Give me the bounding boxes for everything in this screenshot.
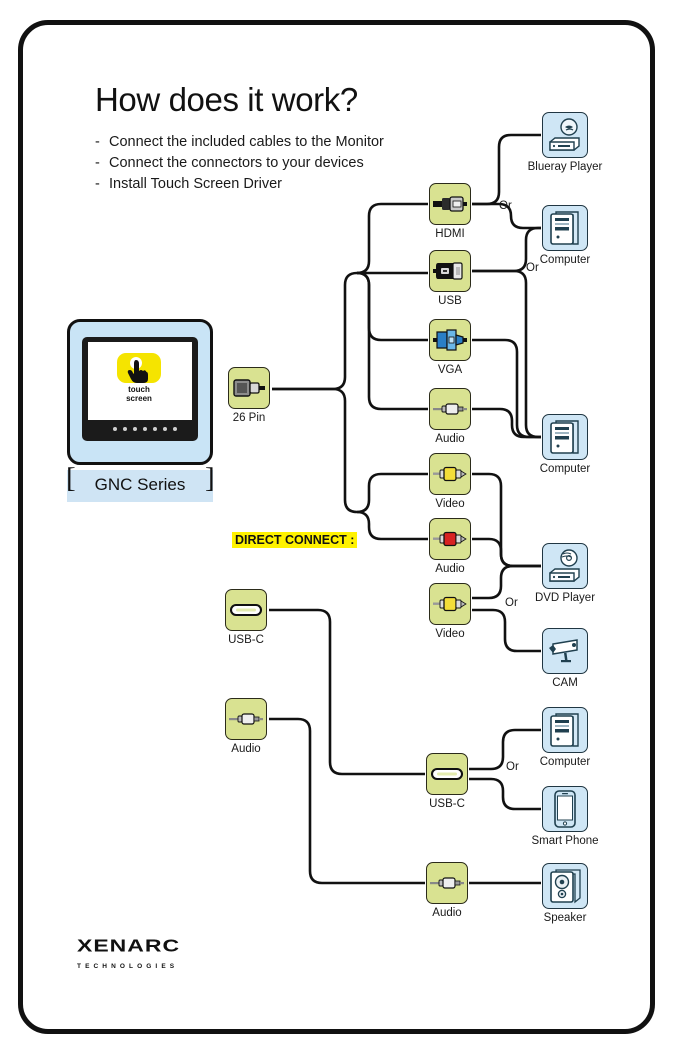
connector-label-usbc1: USB-C	[228, 634, 264, 646]
touch-screen-label-line1: touch	[128, 385, 150, 394]
bullet-text: Connect the included cables to the Monit…	[109, 134, 384, 150]
connector-tile-video1	[429, 453, 471, 495]
connector-label-audio2: Audio	[435, 563, 465, 575]
connector-label-video1: Video	[435, 498, 465, 510]
connector-label-pin26: 26 Pin	[232, 412, 266, 424]
speaker-icon	[548, 868, 582, 904]
monitor-button	[113, 427, 117, 431]
connector-tile-pin26	[228, 367, 270, 409]
device-label-comp2: Computer	[539, 463, 591, 475]
hdmi-connector-icon	[433, 194, 467, 214]
desktop-computer-icon	[548, 418, 582, 456]
monitor-button-row	[113, 427, 181, 433]
device-tile-comp1	[542, 205, 588, 251]
device-label-bluray: Blueray Player	[527, 161, 603, 173]
connector-tile-audio1	[429, 388, 471, 430]
brand-logo: XENARC TECHNOLOGIES	[77, 935, 180, 970]
connector-tile-audio2	[429, 518, 471, 560]
connector-label-usb: USB	[438, 295, 462, 307]
monitor-button	[133, 427, 137, 431]
monitor-button	[153, 427, 157, 431]
connector-label-audio4: Audio	[432, 907, 462, 919]
rca-yellow-icon	[433, 466, 467, 482]
connector-tile-audio3	[225, 698, 267, 740]
device-label-comp1: Computer	[539, 254, 591, 266]
connector-label-audio1: Audio	[435, 433, 465, 445]
device-label-phone: Smart Phone	[531, 835, 599, 847]
instruction-bullet-3: -Install Touch Screen Driver	[95, 176, 283, 192]
touch-screen-hand-icon	[117, 353, 161, 383]
or-label-3: Or	[505, 597, 518, 609]
audio-jack-icon	[229, 712, 263, 726]
series-label-band	[67, 470, 213, 502]
device-tile-dvd	[542, 543, 588, 589]
or-label-2: Or	[526, 262, 539, 274]
or-label-4: Or	[506, 761, 519, 773]
bullet-text: Install Touch Screen Driver	[109, 176, 283, 192]
device-label-comp3: Computer	[539, 756, 591, 768]
brand-name: XENARC	[77, 935, 181, 956]
connector-tile-usbc1	[225, 589, 267, 631]
series-bracket-left: [	[66, 462, 76, 494]
connector-tile-vga	[429, 319, 471, 361]
cctv-camera-icon	[547, 636, 583, 666]
connector-tile-usbc2	[426, 753, 468, 795]
series-bracket-right: ]	[205, 462, 215, 494]
rca-yellow-icon	[433, 596, 467, 612]
device-label-cam: CAM	[552, 677, 578, 689]
connector-label-vga: VGA	[437, 364, 463, 376]
device-tile-comp3	[542, 707, 588, 753]
page-title: How does it work?	[95, 81, 358, 118]
bluray-player-icon	[547, 118, 583, 152]
desktop-computer-icon	[548, 209, 582, 247]
monitor-button	[163, 427, 167, 431]
connector-tile-usb	[429, 250, 471, 292]
connector-label-hdmi: HDMI	[435, 228, 465, 240]
monitor-button	[173, 427, 177, 431]
usb-connector-icon	[433, 260, 467, 282]
audio-jack-icon	[430, 876, 464, 890]
connector-tile-audio4	[426, 862, 468, 904]
instruction-bullet-2: -Connect the connectors to your devices	[95, 155, 364, 171]
connector-tile-video2	[429, 583, 471, 625]
or-label-1: Or	[499, 200, 512, 212]
db26-connector-icon	[232, 376, 266, 400]
device-tile-comp2	[542, 414, 588, 460]
touch-screen-label: touch screen	[126, 385, 152, 403]
desktop-computer-icon	[548, 711, 582, 749]
series-label: GNC Series	[94, 475, 186, 494]
audio-jack-icon	[433, 402, 467, 416]
smart-phone-icon	[553, 790, 577, 828]
device-tile-phone	[542, 786, 588, 832]
connector-tile-hdmi	[429, 183, 471, 225]
device-label-speaker: Speaker	[543, 912, 587, 924]
usbc-connector-icon	[431, 767, 463, 781]
usbc-connector-icon	[230, 603, 262, 617]
rca-red-icon	[433, 531, 467, 547]
touch-screen-label-line2: screen	[126, 394, 152, 403]
device-label-dvd: DVD Player	[534, 592, 596, 604]
brand-tagline: TECHNOLOGIES	[77, 963, 179, 970]
bullet-text: Connect the connectors to your devices	[109, 155, 364, 171]
device-tile-cam	[542, 628, 588, 674]
device-tile-speaker	[542, 863, 588, 909]
connector-label-audio3: Audio	[231, 743, 261, 755]
dvd-player-icon	[547, 549, 583, 583]
vga-connector-icon	[433, 328, 467, 352]
device-tile-bluray	[542, 112, 588, 158]
instruction-bullet-1: -Connect the included cables to the Moni…	[95, 134, 384, 150]
monitor-button	[123, 427, 127, 431]
monitor-button	[143, 427, 147, 431]
direct-connect-badge: DIRECT CONNECT :	[232, 532, 358, 548]
connector-label-usbc2: USB-C	[429, 798, 465, 810]
connector-label-video2: Video	[435, 628, 465, 640]
